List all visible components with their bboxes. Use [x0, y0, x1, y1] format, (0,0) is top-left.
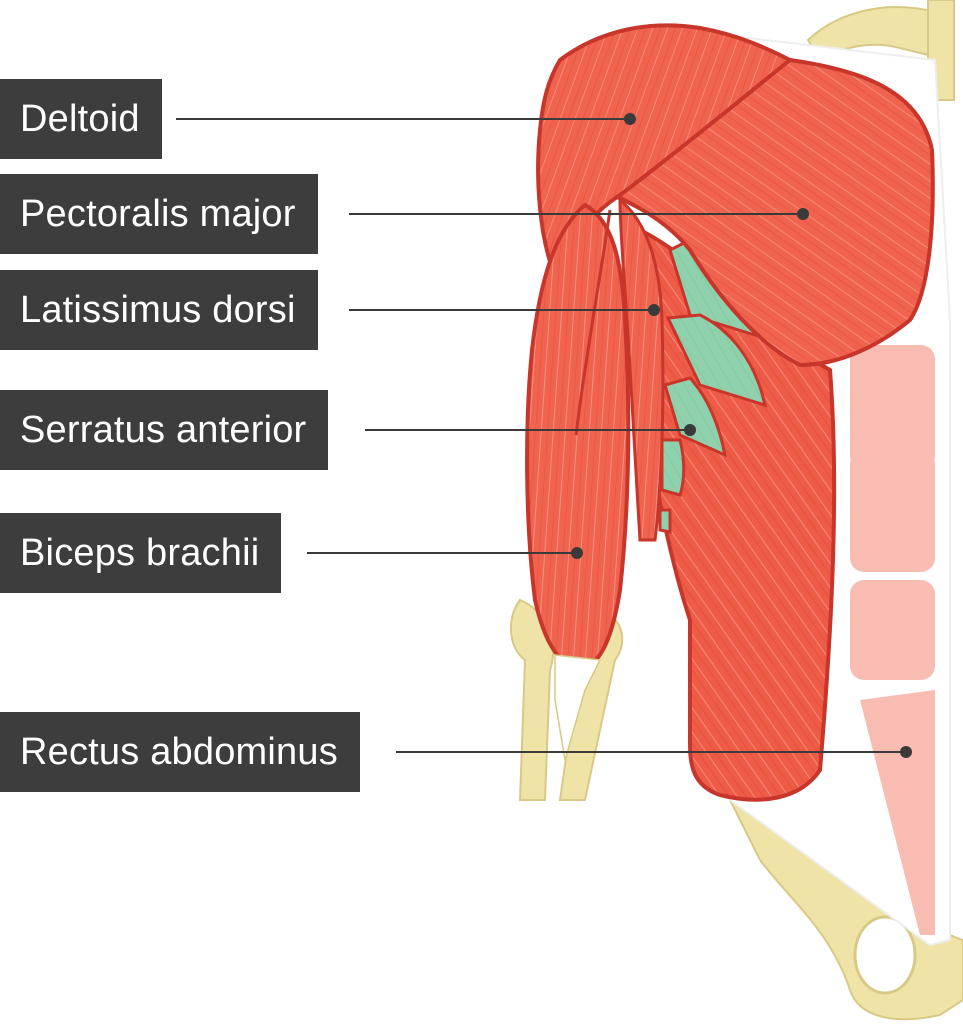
label-serratus-anterior: Serratus anterior: [0, 390, 329, 470]
label-rectus-abdominus: Rectus abdominus: [0, 712, 360, 792]
leader-lines: [176, 113, 912, 758]
arm-strip-muscle: [618, 196, 665, 542]
biceps-brachii-muscle: [525, 202, 631, 673]
label-pectoralis-major: Pectoralis major: [0, 174, 318, 254]
label-latissimus-dorsi: Latissimus dorsi: [0, 270, 318, 350]
deltoid-muscle: [536, 23, 794, 281]
label-deltoid: Deltoid: [0, 79, 162, 159]
label-biceps-brachii: Biceps brachii: [0, 513, 282, 593]
